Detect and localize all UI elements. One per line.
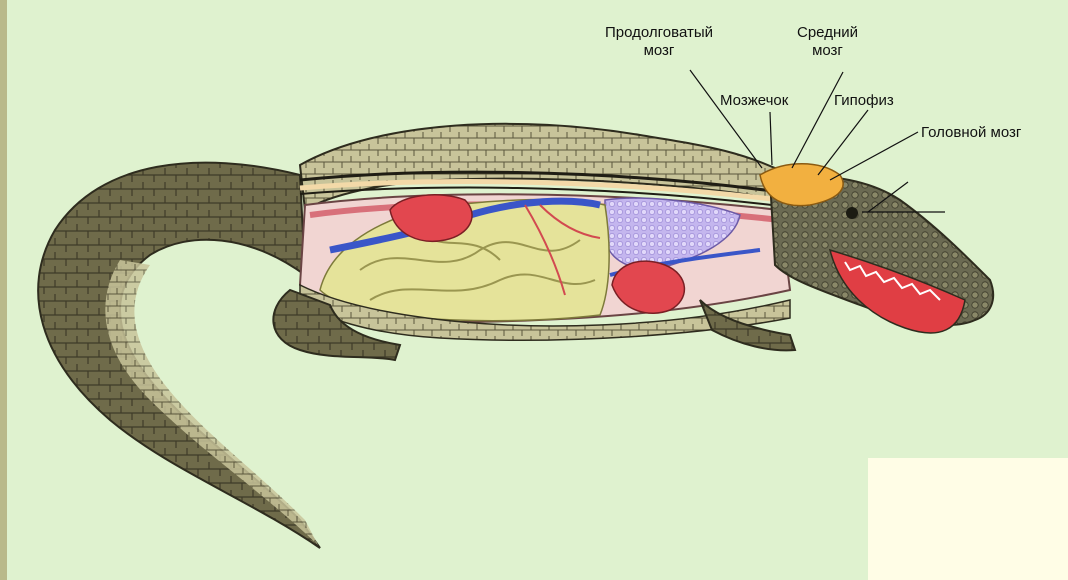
label-brain: Головной мозг (921, 124, 1021, 142)
eye (846, 207, 858, 219)
label-midbrain-line1: Средний (797, 24, 858, 42)
label-pituitary: Гипофиз (834, 92, 894, 110)
label-medulla: Продолговатый мозг (605, 24, 713, 60)
label-medulla-line1: Продолговатый (605, 24, 713, 42)
tail (38, 163, 320, 548)
label-midbrain: Средний мозг (797, 24, 858, 60)
label-cerebellum: Мозжечок (720, 92, 788, 110)
corner-panel (868, 458, 1068, 580)
label-midbrain-line2: мозг (797, 42, 858, 60)
label-medulla-line2: мозг (605, 42, 713, 60)
